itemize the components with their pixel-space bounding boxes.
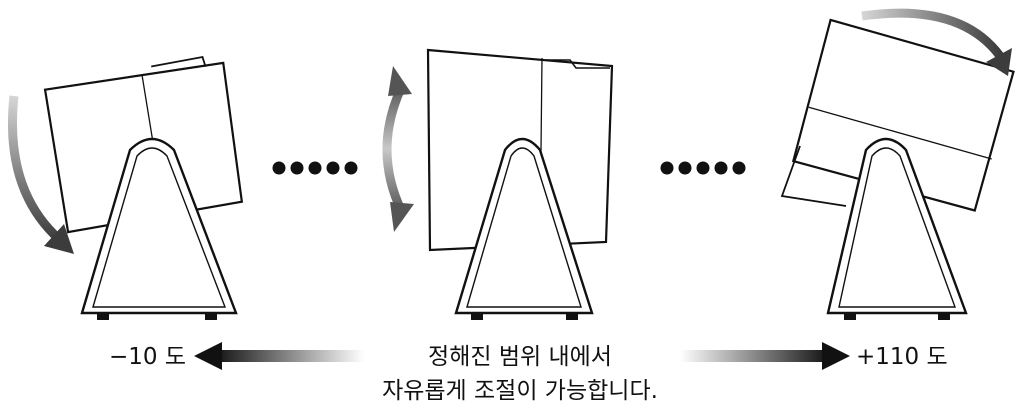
max-angle-label: +110 도 — [856, 344, 948, 370]
range-arrow-left — [194, 342, 364, 370]
upright-device-icon — [426, 48, 614, 320]
tilt-right-device-icon — [780, 18, 1015, 320]
tilt-left-device-icon — [43, 56, 244, 320]
caption-line-1: 정해진 범위 내에서 — [428, 344, 612, 370]
rotation-arrow-left — [7, 95, 74, 254]
min-angle-label: −10 도 — [109, 344, 186, 370]
caption-line-2: 자유롭게 조절이 가능합니다. — [382, 378, 658, 404]
rotation-arrow-right — [861, 8, 1012, 76]
ellipsis-dots-icon-right — [660, 161, 746, 175]
rotation-arrow-center — [382, 66, 414, 232]
range-arrow-right — [680, 342, 850, 370]
ellipsis-dots-icon-left — [272, 161, 358, 175]
